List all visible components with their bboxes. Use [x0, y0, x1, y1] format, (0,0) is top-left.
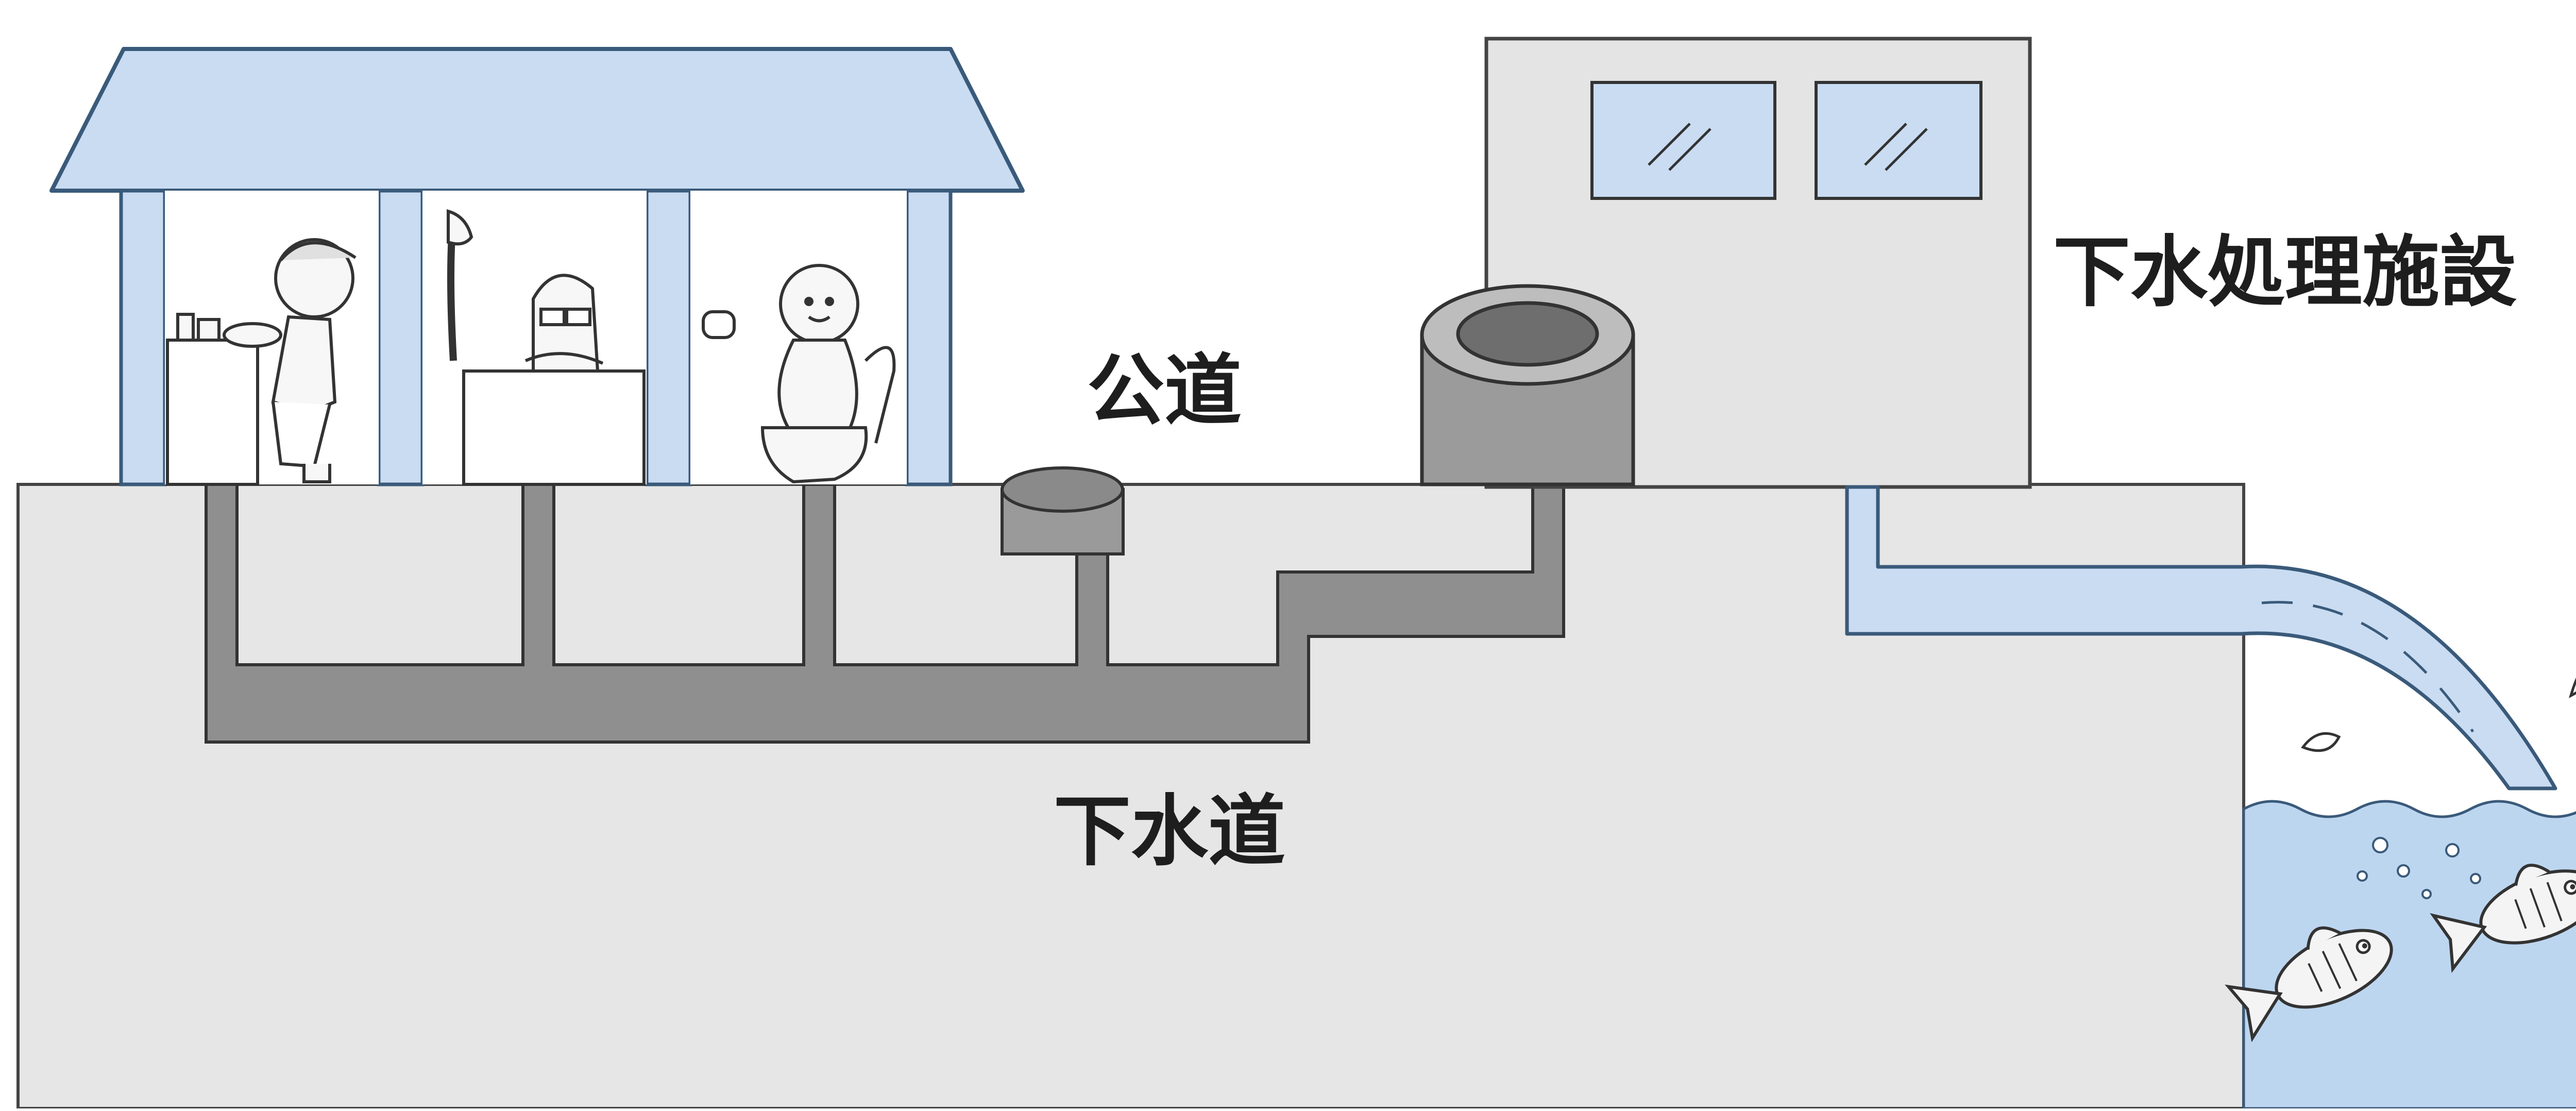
bubble: [2445, 843, 2460, 857]
bubble: [2357, 870, 2368, 882]
label-treatment-facility: 下水処理施設: [2053, 228, 2517, 317]
splash-icon: [2301, 677, 2576, 752]
child-on-toilet-icon: [702, 264, 896, 484]
fish-icon: [2430, 864, 2576, 973]
window: [1590, 81, 1776, 200]
bubble: [2397, 864, 2410, 878]
bubble: [2421, 889, 2432, 899]
window: [1815, 81, 1982, 200]
label-public-road: 公道: [1087, 346, 1242, 436]
person-washing-dishes-icon: [166, 238, 357, 486]
bubble: [2470, 873, 2481, 884]
treated-water-outflow-icon: [1845, 485, 2557, 790]
label-sewer: 下水道: [1054, 787, 1285, 877]
person-showering-icon: [447, 209, 646, 486]
fish-icon: [2225, 926, 2393, 1042]
manhole-icon: [1001, 466, 1125, 556]
water-body: [2242, 800, 2576, 1110]
treatment-tank-icon: [1420, 284, 1635, 486]
bubble: [2372, 837, 2388, 853]
